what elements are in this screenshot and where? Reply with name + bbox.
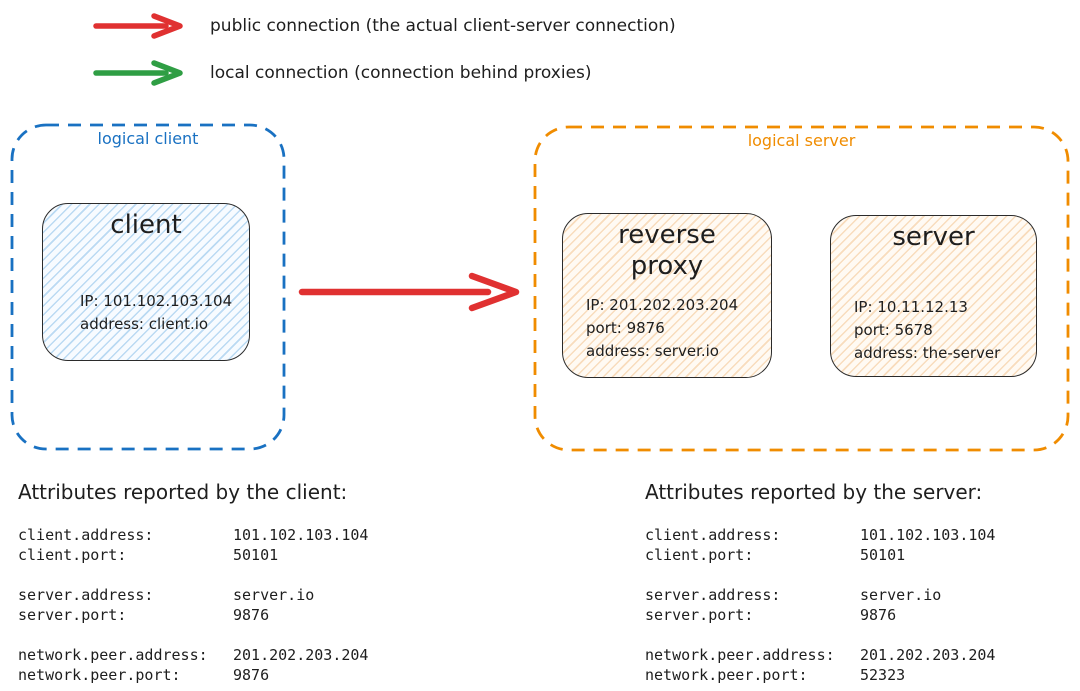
attribute-row: network.peer.port: 52323	[645, 665, 1077, 685]
client-to-server-arrow	[298, 272, 520, 312]
attribute-value: server.io	[233, 586, 315, 604]
reverse-proxy-node: reverse proxy IP: 201.202.203.204 port: …	[562, 213, 772, 378]
attribute-key: server.port:	[645, 606, 754, 624]
attribute-key: server.address:	[645, 586, 781, 604]
server-node-title: server	[892, 222, 975, 252]
attribute-key: network.peer.port:	[645, 666, 808, 684]
attribute-value: 201.202.203.204	[233, 646, 369, 664]
attribute-row: client.address: 101.102.103.104	[18, 525, 450, 545]
attribute-row: client.address: 101.102.103.104	[645, 525, 1077, 545]
server-attributes-title: Attributes reported by the server:	[645, 480, 983, 504]
logical-server-group: logical server reverse proxy IP: 201.202…	[533, 125, 1070, 452]
attribute-value: 9876	[860, 606, 897, 624]
attribute-row: network.peer.port: 9876	[18, 665, 450, 685]
attribute-row: network.peer.address: 201.202.203.204	[18, 645, 450, 665]
attribute-key: client.port:	[18, 546, 127, 564]
server-attributes-section: Attributes reported by the server: clien…	[645, 479, 1077, 685]
attribute-value: 101.102.103.104	[233, 526, 369, 544]
attribute-key: server.port:	[18, 606, 127, 624]
server-node: server IP: 10.11.12.13 port: 5678 addres…	[830, 215, 1037, 377]
attribute-row: server.port: 9876	[18, 605, 450, 625]
client-node-details: IP: 101.102.103.104 address: client.io	[80, 290, 232, 336]
client-node-address: address: client.io	[80, 315, 209, 333]
client-node-title: client	[110, 210, 182, 240]
attribute-value: 101.102.103.104	[860, 526, 996, 544]
client-node: client IP: 101.102.103.104 address: clie…	[42, 203, 250, 361]
logical-client-dashed-border	[10, 123, 286, 451]
reverse-proxy-node-details: IP: 201.202.203.204 port: 9876 address: …	[586, 294, 738, 363]
server-ip: IP: 10.11.12.13	[854, 298, 968, 316]
logical-client-label: logical client	[97, 129, 199, 148]
legend-label-public-connection: public connection (the actual client-ser…	[210, 16, 676, 36]
attribute-value: 9876	[233, 606, 270, 624]
attribute-value: 50101	[860, 546, 906, 564]
logical-server-dashed-border	[533, 125, 1070, 452]
logical-client-group: logical client client IP: 101.102.103.10…	[10, 123, 286, 451]
attribute-key: network.peer.address:	[645, 646, 835, 664]
attribute-row: network.peer.address: 201.202.203.204	[645, 645, 1077, 665]
attribute-key: network.peer.address:	[18, 646, 208, 664]
attribute-key: server.address:	[18, 586, 154, 604]
client-node-ip: IP: 101.102.103.104	[80, 292, 233, 310]
attribute-value: 52323	[860, 666, 906, 684]
attribute-value: 9876	[233, 666, 270, 684]
public-connection-arrow-icon	[93, 13, 183, 39]
legend-label-local-connection: local connection (connection behind prox…	[210, 63, 592, 83]
attribute-row: client.port: 50101	[645, 545, 1077, 565]
attribute-key: client.address:	[18, 526, 154, 544]
local-connection-arrow-icon	[93, 60, 183, 86]
server-port: port: 5678	[854, 321, 933, 339]
server-node-details: IP: 10.11.12.13 port: 5678 address: the-…	[854, 296, 1000, 365]
reverse-proxy-address: address: server.io	[586, 342, 719, 360]
reverse-proxy-ip: IP: 201.202.203.204	[586, 296, 739, 314]
client-attributes-section: Attributes reported by the client: clien…	[18, 479, 450, 685]
attribute-row: server.port: 9876	[645, 605, 1077, 625]
reverse-proxy-node-title: reverse proxy	[618, 220, 716, 282]
server-address: address: the-server	[854, 344, 1001, 362]
attribute-row: server.address: server.io	[645, 585, 1077, 605]
client-attributes-title: Attributes reported by the client:	[18, 480, 348, 504]
attribute-key: network.peer.port:	[18, 666, 181, 684]
attribute-value: server.io	[860, 586, 942, 604]
attribute-key: client.port:	[645, 546, 754, 564]
logical-server-label: logical server	[747, 131, 856, 150]
attribute-value: 201.202.203.204	[860, 646, 996, 664]
attribute-row: client.port: 50101	[18, 545, 450, 565]
reverse-proxy-port: port: 9876	[586, 319, 665, 337]
attribute-value: 50101	[233, 546, 279, 564]
attribute-row: server.address: server.io	[18, 585, 450, 605]
attribute-key: client.address:	[645, 526, 781, 544]
